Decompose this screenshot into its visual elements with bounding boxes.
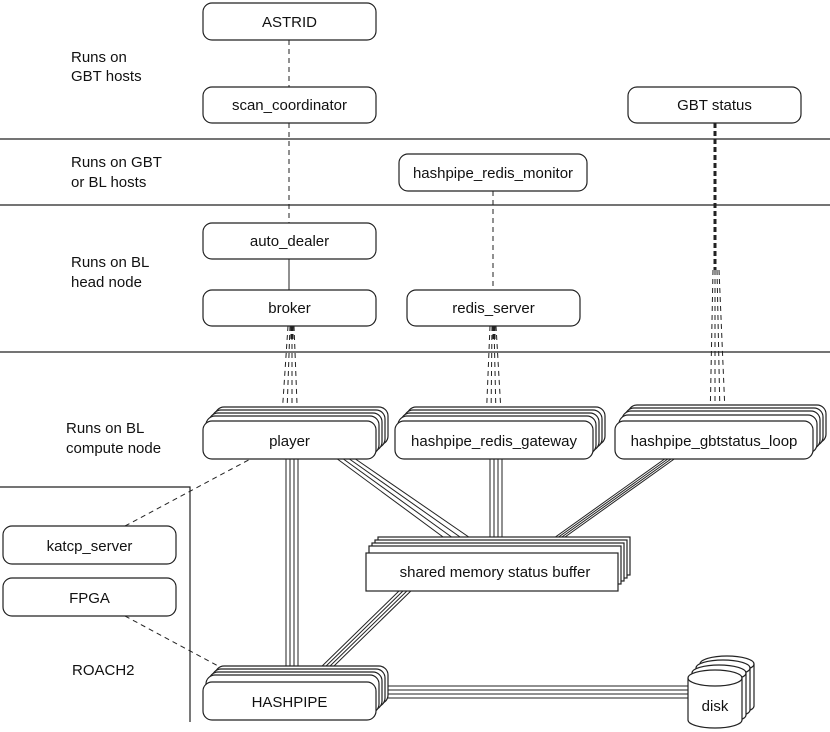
node-scan-coordinator-label: scan_coordinator <box>232 97 347 114</box>
node-player-label: player <box>269 433 310 450</box>
node-fpga: FPGA <box>2 577 177 617</box>
node-auto-dealer-label: auto_dealer <box>250 233 329 250</box>
tier-label-bl-head-1: Runs on BL <box>71 254 149 271</box>
tier-label-gbt-or-bl-2: or BL hosts <box>71 174 146 191</box>
node-hashpipe-redis-monitor: hashpipe_redis_monitor <box>398 153 588 192</box>
node-player: player <box>202 406 389 460</box>
node-shared-memory-label: shared memory status buffer <box>400 564 591 581</box>
node-hashpipe-redis-monitor-label: hashpipe_redis_monitor <box>413 165 573 182</box>
tier-label-gbt-hosts-2: GBT hosts <box>71 68 142 85</box>
node-katcp-server-label: katcp_server <box>47 538 133 555</box>
node-hashpipe-label: HASHPIPE <box>252 694 328 711</box>
roach2-boundary <box>0 486 191 722</box>
node-scan-coordinator: scan_coordinator <box>202 86 377 124</box>
tier-label-bl-compute-2: compute node <box>66 440 161 457</box>
node-katcp-server: katcp_server <box>2 525 177 565</box>
node-disk: disk <box>687 655 755 729</box>
node-hashpipe-redis-gateway-label: hashpipe_redis_gateway <box>411 433 577 450</box>
node-disk-label: disk <box>702 698 729 715</box>
node-hashpipe-gbtstatus-loop-label: hashpipe_gbtstatus_loop <box>631 433 798 450</box>
node-shared-memory-status-buffer: shared memory status buffer <box>365 536 631 592</box>
node-gbt-status-label: GBT status <box>677 97 752 114</box>
node-hashpipe-gbtstatus-loop: hashpipe_gbtstatus_loop <box>614 404 827 460</box>
link-katcp-player <box>124 455 257 527</box>
tier-label-roach2: ROACH2 <box>72 662 135 679</box>
tier-label-gbt-hosts-1: Runs on <box>71 49 127 66</box>
node-gbt-status: GBT status <box>627 86 802 124</box>
tier-label-bl-compute-1: Runs on BL <box>66 420 144 437</box>
tier-label-bl-head-2: head node <box>71 274 142 291</box>
node-fpga-label: FPGA <box>69 590 110 607</box>
node-redis-server: redis_server <box>406 289 581 327</box>
node-astrid: ASTRID <box>202 2 377 41</box>
node-hashpipe-redis-gateway: hashpipe_redis_gateway <box>394 406 606 460</box>
node-hashpipe: HASHPIPE <box>202 665 389 721</box>
connections <box>124 40 726 699</box>
node-broker-label: broker <box>268 300 311 317</box>
tier-label-gbt-or-bl-1: Runs on GBT <box>71 154 162 171</box>
node-redis-server-label: redis_server <box>452 300 535 317</box>
node-broker: broker <box>202 289 377 327</box>
node-auto-dealer: auto_dealer <box>202 222 377 260</box>
node-astrid-label: ASTRID <box>262 14 317 31</box>
